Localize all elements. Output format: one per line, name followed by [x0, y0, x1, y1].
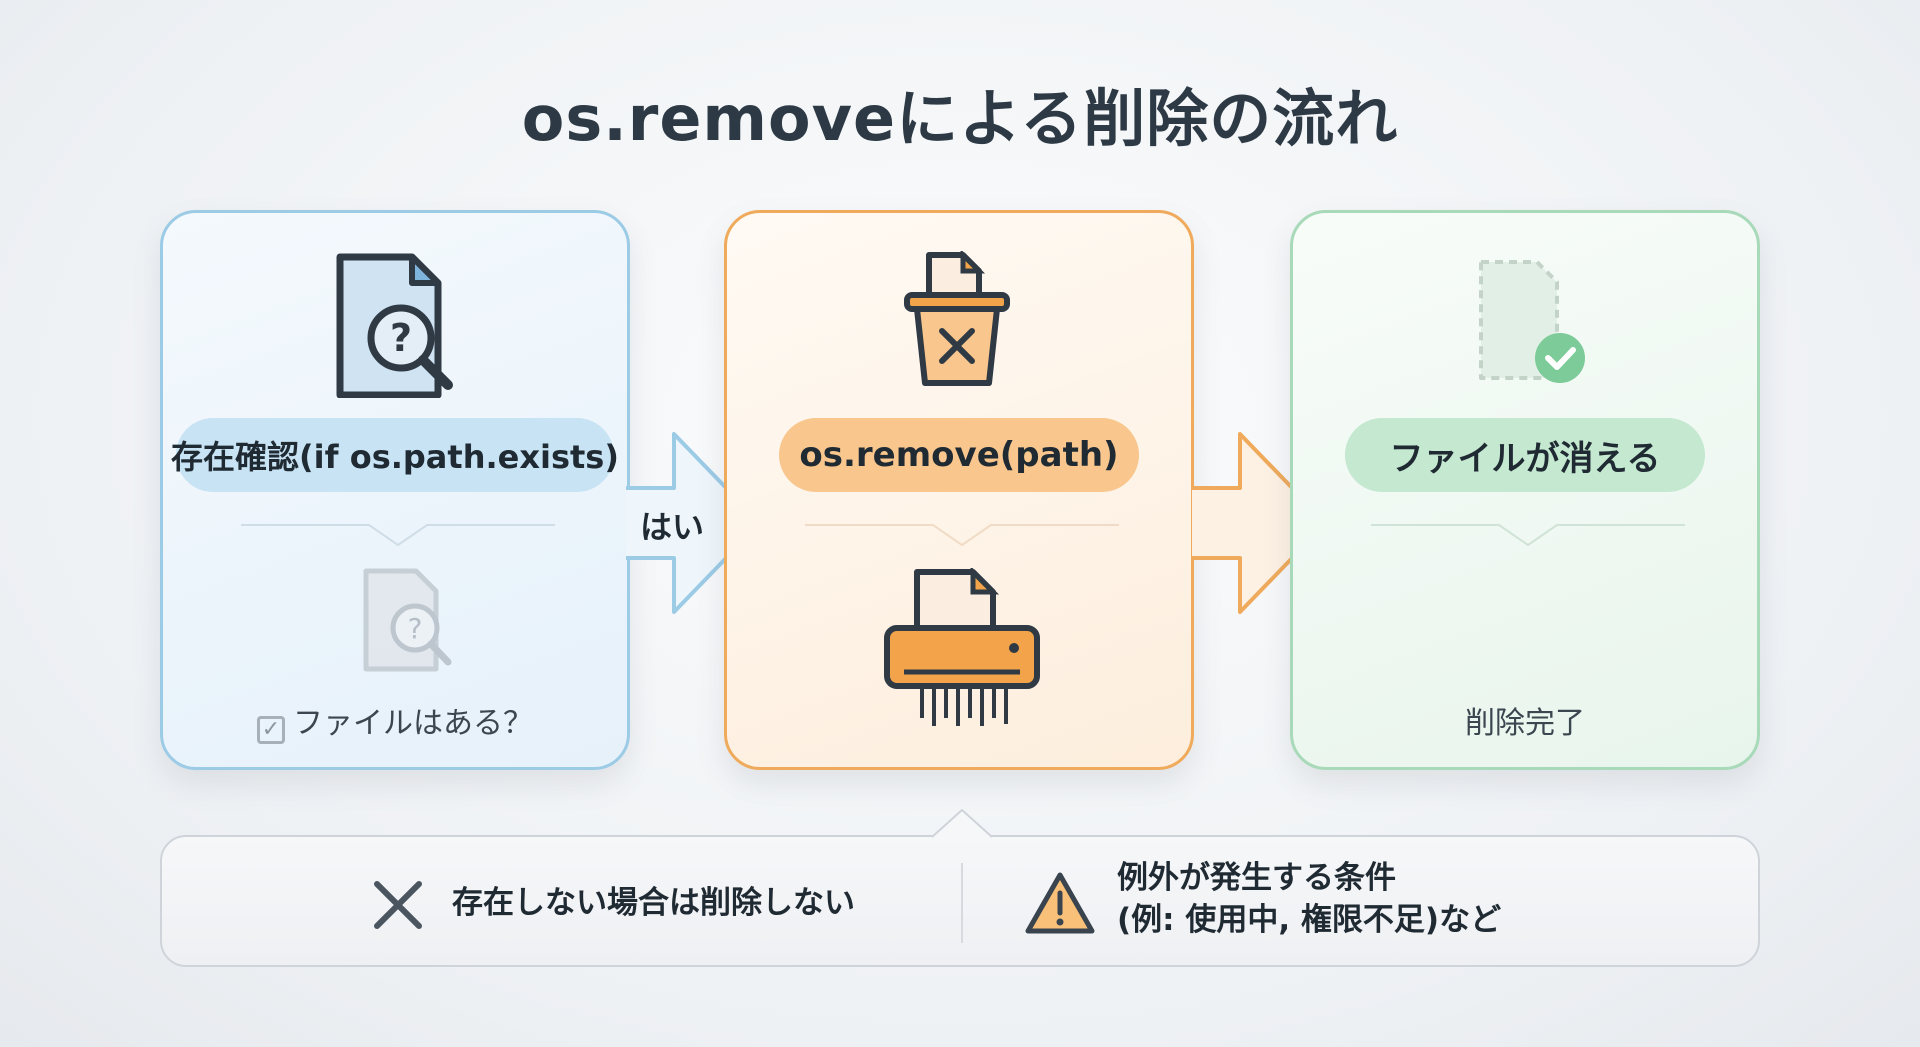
x-icon: [374, 881, 422, 929]
note-no-delete-if-missing: 存在しない場合は削除しない: [452, 885, 855, 921]
divider-notch: [241, 524, 555, 547]
page-title: os.removeによる削除の流れ: [521, 82, 1399, 155]
note-exception-title: 例外が発生する条件: [1117, 860, 1396, 896]
deletion-complete: 削除完了: [1465, 706, 1585, 741]
step-card-file-gone: ファイルが消える 削除完了: [1290, 210, 1760, 770]
notes-divider: [961, 863, 963, 943]
arrow-label-yes: はい: [640, 508, 705, 546]
file-removed-check-icon: [1479, 260, 1585, 383]
step-label-file-gone: ファイルが消える: [1345, 418, 1705, 492]
step-label-exists: 存在確認(if os.path.exists): [171, 418, 619, 492]
notes-panel: 存在しない場合は削除しない 例外が発生する条件 (例: 使用中, 権限不足)など: [160, 809, 1760, 967]
divider-notch: [1371, 524, 1685, 547]
step-label-remove: os.remove(path): [779, 418, 1139, 492]
notch: [932, 809, 992, 838]
step-card-exists-check: ? 存在確認(if os.path.exists) ? ✓ ファイルはある？: [160, 210, 630, 770]
step-card-remove: os.remove(path): [724, 210, 1194, 770]
svg-text:?: ?: [390, 316, 412, 360]
file-search-icon: ?: [363, 568, 452, 672]
file-search-icon: ?: [336, 253, 453, 398]
lower-note: ✓ ファイルはある？: [163, 698, 627, 744]
file-exists-question: ファイルはある？: [293, 706, 533, 741]
warning-icon: [1025, 872, 1095, 934]
note-exception-examples: (例: 使用中, 権限不足)など: [1117, 902, 1502, 938]
svg-text:?: ?: [408, 612, 423, 645]
divider-notch: [805, 524, 1119, 547]
trash-delete-icon: [904, 251, 1010, 386]
checkbox-icon: ✓: [257, 716, 285, 744]
shredder-icon: [884, 568, 1040, 726]
note-exception-conditions: 例外が発生する条件 (例: 使用中, 権限不足)など: [1117, 857, 1501, 941]
